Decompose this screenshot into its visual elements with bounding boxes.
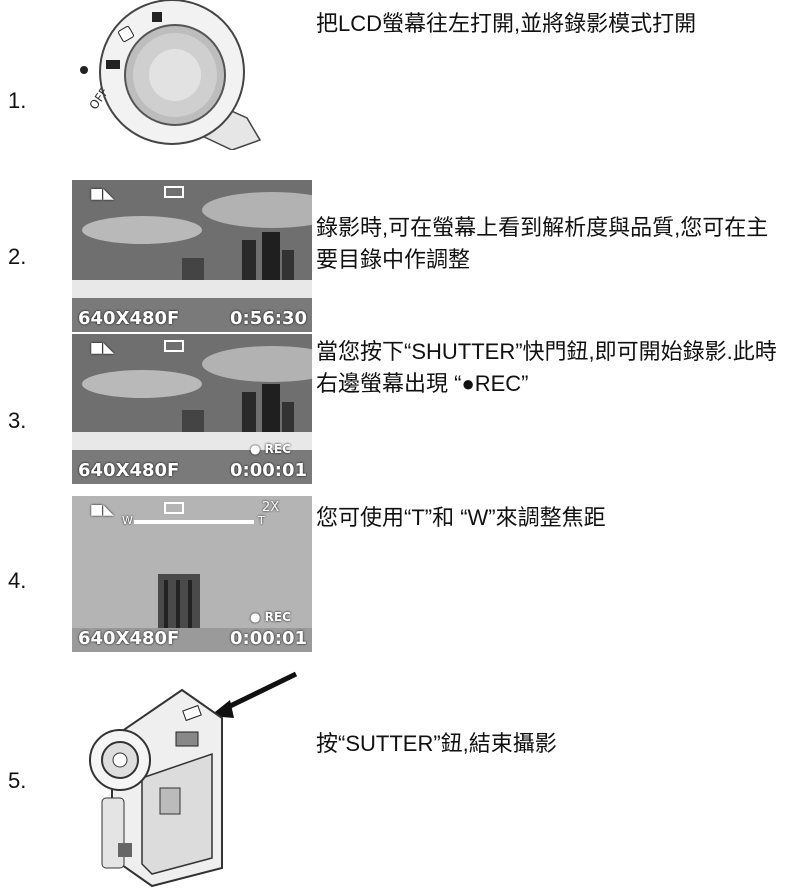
time-readout: 0:00:01: [230, 460, 308, 481]
rec-indicator: ● REC: [250, 610, 291, 624]
resolution-readout: 640X480F: [78, 308, 180, 329]
screen-step-2: ■◣ 640X480F 0:56:30: [72, 180, 312, 332]
resolution-readout: 640X480F: [78, 460, 180, 481]
zoom-level: 2X: [262, 500, 280, 515]
scenery-illustration: [72, 180, 312, 332]
video-mode-icon: ■◣: [90, 340, 114, 356]
step-1-number: 1.: [8, 88, 27, 113]
resolution-readout: 640X480F: [78, 628, 180, 649]
step-4-number: 4.: [8, 568, 27, 593]
camera-illustration: [89, 671, 298, 888]
battery-icon: [164, 502, 184, 514]
mode-dial-illustration: OFF: [80, 0, 262, 150]
step-2-text: 錄影時,可在螢幕上看到解析度與品質,您可在主要目錄中作調整: [316, 215, 769, 272]
video-mode-icon: ■◣: [90, 186, 114, 202]
zoom-tele-label: T: [258, 514, 265, 527]
battery-icon: [164, 340, 184, 352]
time-readout: 0:56:30: [230, 308, 308, 329]
step-1-text: 把LCD螢幕往左打開,並將錄影模式打開: [316, 11, 697, 36]
screen-step-3: ■◣ ● REC 640X480F 0:00:01: [72, 334, 312, 484]
step-5-number: 5.: [8, 768, 27, 793]
rec-indicator: ● REC: [250, 442, 291, 456]
scenery-illustration: [72, 334, 312, 484]
time-readout: 0:00:01: [230, 628, 308, 649]
battery-icon: [164, 186, 184, 198]
step-4-text: 您可使用“T”和 “W”來調整焦距: [316, 505, 606, 530]
step-3-number: 3.: [8, 408, 27, 433]
screen-step-4: ■◣ 2X W T ● REC 640X480F 0:00:01: [72, 496, 312, 652]
video-mode-icon: ■◣: [90, 502, 114, 518]
step-5-text: 按“SUTTER”鈕,結束攝影: [316, 731, 557, 756]
step-2-number: 2.: [8, 244, 27, 269]
zoom-wide-label: W: [122, 514, 133, 527]
step-3-text: 當您按下“SHUTTER”快門鈕,即可開始錄影.此時右邊螢幕出現 “●REC”: [316, 339, 777, 396]
zoom-bar: [134, 520, 254, 524]
